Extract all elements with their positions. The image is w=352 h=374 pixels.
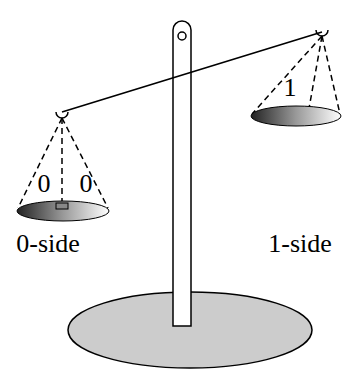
right-hook	[316, 30, 328, 36]
weight-label: 1	[284, 75, 297, 101]
side-label: 1-side	[268, 231, 332, 257]
weight-label: 0	[80, 171, 93, 197]
side-label: 0-side	[16, 231, 80, 257]
pivot	[178, 32, 186, 40]
left-strings	[18, 118, 108, 208]
right-strings	[252, 36, 340, 114]
left-hook	[56, 112, 68, 118]
left-pan	[17, 201, 109, 221]
weight-base	[56, 203, 68, 209]
beam	[62, 32, 322, 112]
pole	[173, 21, 191, 326]
weight-label: 0	[38, 171, 51, 197]
right-pan	[251, 106, 341, 126]
